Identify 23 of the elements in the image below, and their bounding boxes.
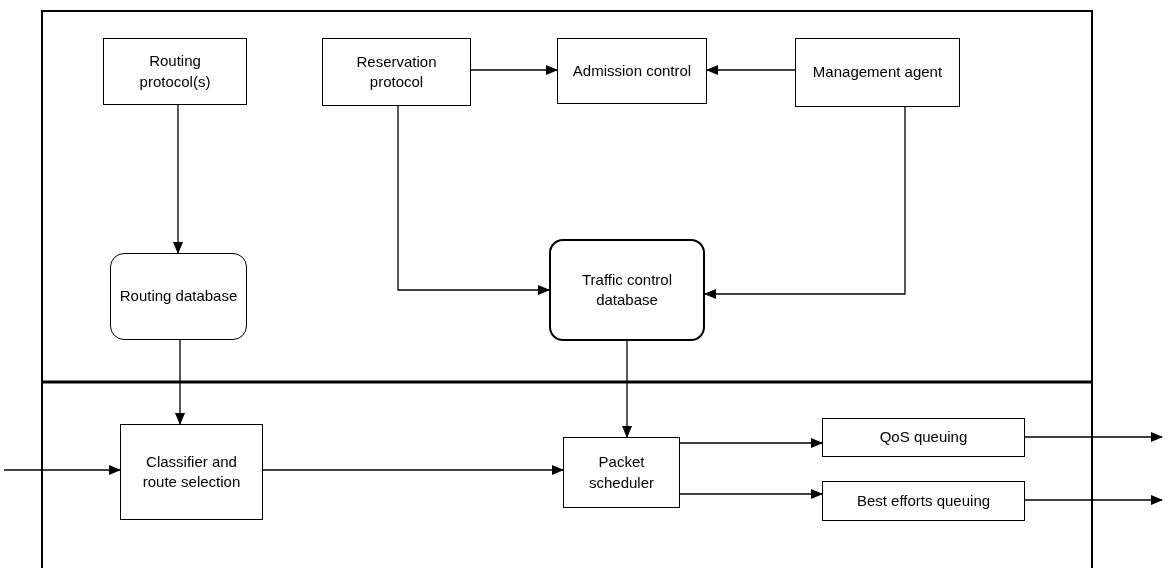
arrow (622, 340, 632, 438)
arrow (1024, 432, 1163, 442)
process-box: Routing protocol(s) (103, 38, 247, 105)
process-box: Reservation protocol (322, 38, 471, 106)
arrow (3, 465, 121, 475)
arrow (704, 106, 906, 299)
queue-box: QoS queuing (822, 418, 1025, 457)
arrow (679, 489, 823, 499)
arrow (679, 438, 823, 448)
arrow (175, 339, 185, 425)
process-box: Admission control (557, 38, 707, 104)
process-box: Management agent (795, 38, 960, 107)
queue-box: Best efforts queuing (822, 481, 1025, 521)
arrow (173, 104, 183, 254)
database-box: Traffic control database (549, 239, 705, 341)
process-box: Classifier and route selection (120, 424, 263, 520)
arrow (470, 65, 558, 75)
arrow (262, 465, 564, 475)
arrow (1024, 495, 1163, 505)
process-box: Packet scheduler (563, 437, 680, 508)
database-box: Routing database (110, 253, 247, 340)
arrow (706, 65, 796, 75)
arrow (397, 105, 550, 295)
